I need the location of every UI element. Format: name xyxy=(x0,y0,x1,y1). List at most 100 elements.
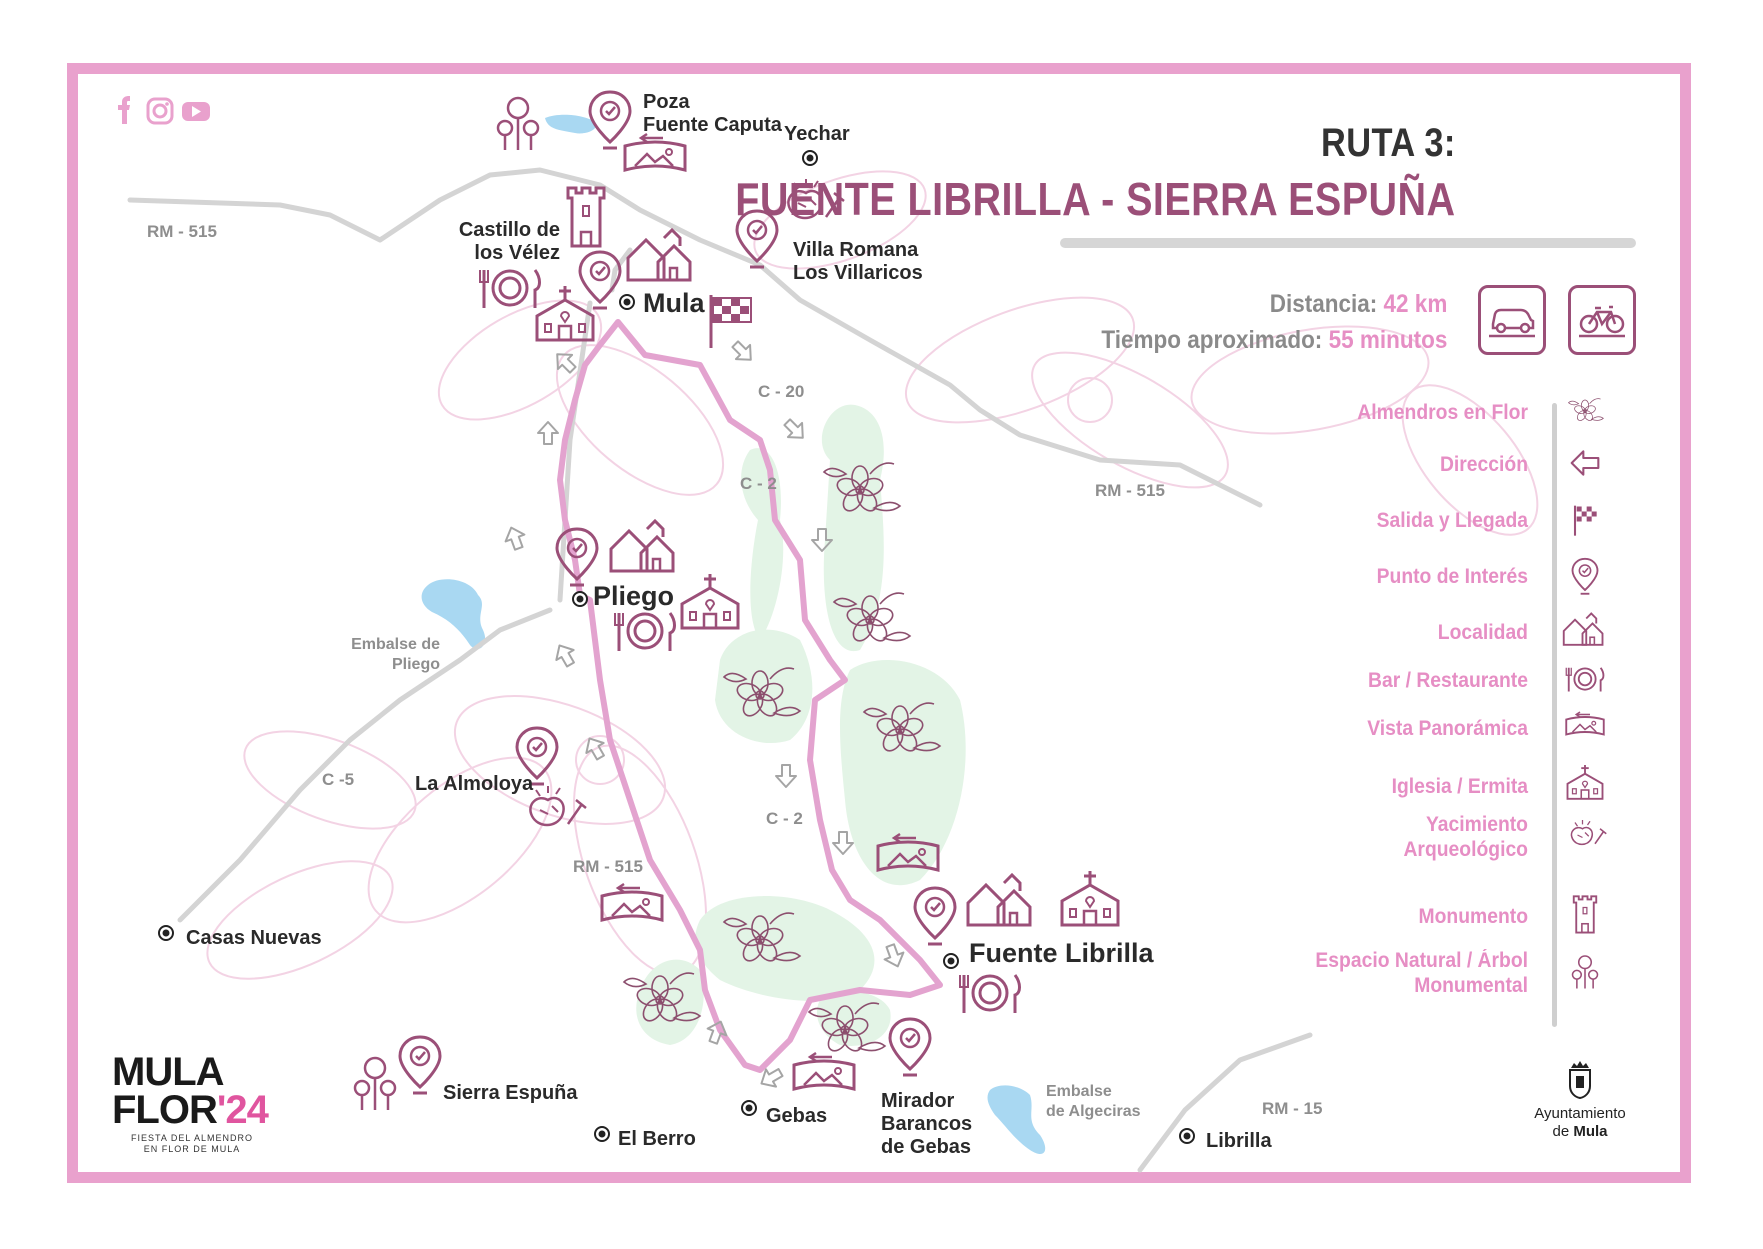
church-icon xyxy=(535,284,595,342)
poi-label-sierra-espuna: Sierra Espuña xyxy=(443,1082,578,1104)
town-label-mula: Mula xyxy=(643,288,705,318)
logo-year: '24 xyxy=(216,1088,269,1132)
trees-icon xyxy=(496,96,540,152)
legend-label: Punto de Interés xyxy=(1376,565,1528,588)
poi-label-mirador: Mirador xyxy=(881,1090,955,1112)
town-dot xyxy=(1179,1128,1195,1144)
route-path xyxy=(557,319,943,1073)
road-label: RM - 515 xyxy=(147,222,217,241)
distance-label: Distancia: xyxy=(1269,290,1377,318)
car-icon xyxy=(1489,308,1535,338)
road-label: RM - 515 xyxy=(1095,481,1165,500)
route-title-name: FUENTE LIBRILLA - SIERRA ESPUÑA xyxy=(735,173,1456,225)
direction-arrow-icon xyxy=(549,639,581,671)
time-value: 55 minutos xyxy=(1328,326,1447,354)
road-label: C - 2 xyxy=(766,809,803,828)
bicycle-icon xyxy=(1579,305,1625,338)
panorama-icon xyxy=(1565,711,1605,736)
social-links xyxy=(112,96,212,131)
natural-areas xyxy=(636,404,966,1046)
town-dot xyxy=(802,150,818,166)
reservoir-label-algeciras: de Algeciras xyxy=(1046,1103,1141,1120)
legend-label: Iglesia / Ermita xyxy=(1391,775,1528,798)
direction-arrow-icon xyxy=(832,831,854,855)
road-label: C - 2 xyxy=(740,474,777,493)
ayuntamiento-line-1: Ayuntamiento xyxy=(1534,1105,1626,1122)
town-label-el-berro: El Berro xyxy=(618,1128,696,1150)
checkered-flag-icon xyxy=(1573,505,1597,536)
title-underline xyxy=(1060,238,1636,248)
instagram-icon[interactable] xyxy=(146,97,174,125)
time-label: Tiempo aproximado: xyxy=(1101,326,1322,354)
reservoir-label-pliego: Embalse de xyxy=(351,636,440,653)
road-label: RM - 15 xyxy=(1262,1099,1322,1118)
youtube-icon[interactable] xyxy=(182,102,210,121)
church-icon xyxy=(680,572,740,630)
road-label: C -5 xyxy=(322,770,354,789)
ayuntamiento-logo: Ayuntamiento de Mula xyxy=(1525,1060,1635,1141)
tower-icon xyxy=(566,186,606,248)
map-frame xyxy=(67,63,1691,1183)
reservoirs xyxy=(421,114,1046,1155)
town-label-casas-nuevas: Casas Nuevas xyxy=(186,927,322,949)
poi-label-poza: Fuente Caputa xyxy=(643,114,783,136)
plate-cutlery-icon xyxy=(958,973,1021,1015)
poi-label-mirador: Barancos xyxy=(881,1113,972,1135)
town-label-fuente-librilla: Fuente Librilla xyxy=(969,938,1155,968)
route-title-number: RUTA 3: xyxy=(1321,121,1456,165)
poi-label-castillo: Castillo de xyxy=(459,219,560,241)
poi-label-villa-romana: Los Villaricos xyxy=(793,262,923,284)
ayuntamiento-de: de xyxy=(1552,1123,1570,1140)
archaeology-icon xyxy=(1570,819,1608,846)
town-dot xyxy=(158,925,174,941)
town-label-gebas: Gebas xyxy=(766,1105,827,1127)
trees-icon xyxy=(353,1056,397,1112)
logo-flor: FLOR xyxy=(112,1088,218,1132)
logo-subtitle: FIESTA DEL ALMENDRO EN FLOR DE MULA xyxy=(112,1133,272,1155)
poi-label-poza: Poza xyxy=(643,91,691,113)
trees-icon xyxy=(1571,955,1599,990)
mula-flor-logo: MULA FLOR'24 FIESTA DEL ALMENDRO EN FLOR… xyxy=(112,1050,282,1155)
direction-arrow-icon xyxy=(500,523,530,553)
road-label: C - 20 xyxy=(758,382,804,401)
map-pin-icon xyxy=(588,90,632,150)
direction-arrow-icon xyxy=(1570,450,1600,476)
town-dot xyxy=(619,294,635,310)
direction-arrow-icon xyxy=(549,346,581,378)
tower-icon xyxy=(1572,895,1598,934)
town-label-yechar: Yechar xyxy=(784,123,850,145)
legend-label: Bar / Restaurante xyxy=(1368,669,1528,692)
time-row: Tiempo aproximado: 55 minutos xyxy=(1101,326,1447,355)
checkered-flag-icon xyxy=(709,295,752,348)
car-mode xyxy=(1478,285,1546,355)
reservoir-label-algeciras: Embalse xyxy=(1046,1083,1112,1100)
facebook-icon[interactable] xyxy=(118,96,130,124)
ayuntamiento-line-2: de Mula xyxy=(1525,1123,1635,1141)
logo-subtitle-2: EN FLOR DE MULA xyxy=(143,1144,241,1154)
town-dot xyxy=(741,1100,757,1116)
map-pin-icon xyxy=(398,1035,442,1095)
archaeo-icon xyxy=(529,784,588,827)
houses-icon xyxy=(609,519,675,573)
map-pin-icon xyxy=(1571,557,1599,595)
logo-line-1: MULA xyxy=(112,1050,225,1094)
legend-label: Localidad xyxy=(1437,621,1528,644)
coat-of-arms-icon xyxy=(1569,1061,1591,1100)
legend-label: Almendros en Flor xyxy=(1357,401,1528,424)
panorama-icon xyxy=(600,882,664,922)
houses-icon xyxy=(1562,612,1604,646)
legend-label: Salida y Llegada xyxy=(1376,509,1528,532)
direction-arrow-icon xyxy=(775,764,797,788)
poi-label-la-almoloya: La Almoloya xyxy=(415,773,534,795)
town-label-pliego: Pliego xyxy=(593,581,674,611)
map-pin-icon xyxy=(913,886,957,946)
distance-row: Distancia: 42 km xyxy=(1269,290,1447,319)
road-label: RM - 515 xyxy=(573,857,643,876)
panorama-icon xyxy=(623,132,687,172)
panorama-icon xyxy=(792,1051,856,1091)
town-dot xyxy=(943,953,959,969)
map-pin-icon xyxy=(888,1017,932,1077)
direction-arrow-icon xyxy=(537,421,559,445)
legend-label: Vista Panorámica xyxy=(1367,717,1528,740)
